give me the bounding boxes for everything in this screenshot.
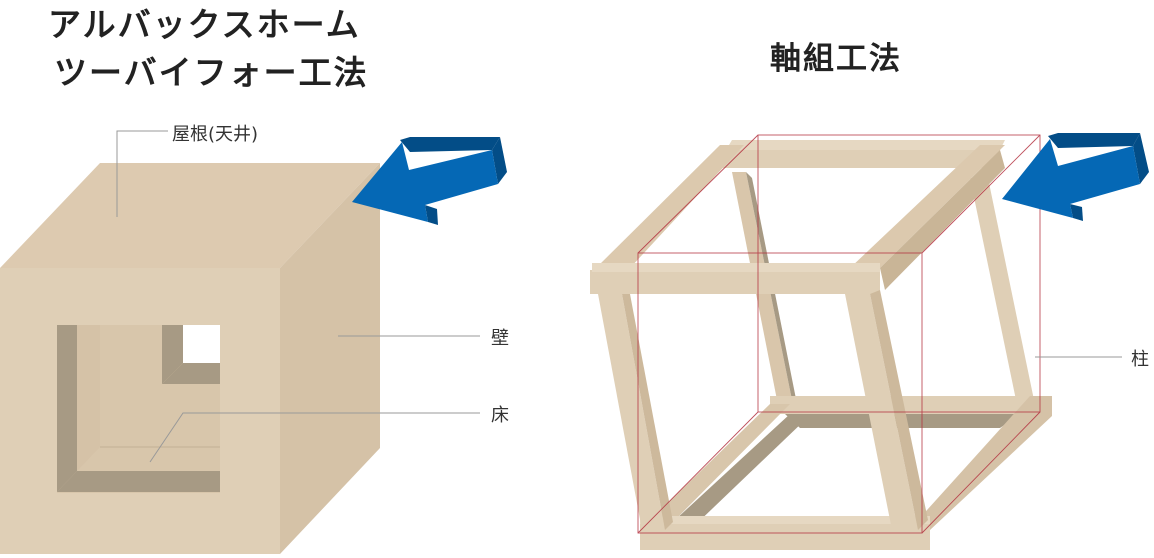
front-post-left: [598, 294, 665, 530]
box-top-face: [0, 163, 380, 268]
roof-leader: [116, 130, 168, 217]
outline-back: [757, 134, 1041, 413]
top-beam-right: [850, 145, 1005, 268]
right-title: 軸組工法: [770, 41, 902, 77]
window-bottom-shadow: [162, 363, 220, 384]
box-right-face: [280, 163, 380, 554]
arrow-right-head-edge: [1070, 204, 1083, 221]
opening-bottom-shadow: [57, 471, 220, 492]
bottom-beam-right: [918, 396, 1052, 530]
floor-label: 床: [491, 405, 509, 426]
arrow-left-body: [352, 142, 498, 222]
front-post-left-edge: [622, 294, 673, 530]
bottom-beam-front-top: [640, 516, 930, 524]
top-beam-back: [720, 145, 1000, 168]
post-and-beam-frame: [590, 140, 1052, 550]
left-leader-lines: [116, 130, 480, 463]
outline-edge-bl: [637, 411, 759, 534]
opening-left-shadow: [57, 325, 77, 492]
top-beam-front-top: [592, 263, 880, 272]
outline-edge-tl: [637, 134, 759, 254]
bottom-beam-left: [650, 404, 790, 520]
floor-leader: [149, 412, 480, 463]
arrow-right-body: [1002, 139, 1140, 218]
back-post-right: [970, 178, 1034, 400]
bottom-beam-front: [640, 522, 930, 550]
outline-front: [637, 252, 923, 534]
bottom-beam-back: [770, 396, 1042, 414]
force-arrow-right: [1002, 133, 1149, 221]
left-title-line1: アルバックスホーム: [48, 5, 361, 44]
two-by-four-box: [0, 163, 380, 554]
arrow-left-head-edge: [425, 205, 438, 225]
front-post-right-edge: [870, 290, 928, 530]
window-left-shadow: [162, 325, 183, 384]
opening-inner-wall: [77, 325, 100, 471]
column-label: 柱: [1131, 349, 1149, 370]
arrow-left-depth: [400, 137, 500, 152]
roof-label: 屋根(天井): [172, 124, 259, 145]
force-arrow-left: [352, 137, 507, 225]
outline-edge-br: [921, 411, 1041, 534]
arrow-right-depth: [1048, 133, 1140, 148]
window-hole: [183, 325, 220, 363]
top-beam-left: [596, 145, 744, 268]
top-beam-right-shadow: [880, 150, 1005, 290]
top-beam-back-top: [726, 140, 1005, 150]
bottom-beam-left-shadow: [675, 414, 805, 530]
outline-edge-tr: [921, 134, 1041, 254]
arrow-right-side: [1133, 133, 1149, 184]
top-beam-front: [590, 270, 880, 294]
undeformed-outline: [637, 134, 1041, 534]
left-title-line2: ツーバイフォー工法: [54, 53, 369, 92]
arrow-left-side: [492, 137, 507, 184]
wall-label: 壁: [491, 328, 509, 349]
